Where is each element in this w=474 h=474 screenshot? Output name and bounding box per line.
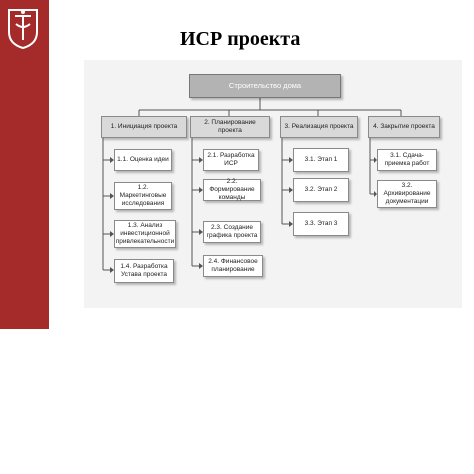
- sidebar: [0, 0, 49, 329]
- phase-node-3: 3. Реализация проекта: [280, 116, 358, 138]
- task-node-3-2: 3.2. Этап 2: [293, 178, 349, 202]
- phase-node-1: 1. Инициация проекта: [101, 116, 187, 138]
- task-node-2-3: 2.3. Создание графика проекта: [203, 221, 261, 243]
- task-node-1-2: 1.2. Маркетинговые исследования: [114, 182, 172, 210]
- task-node-3-1: 3.1. Этап 1: [293, 148, 349, 172]
- task-node-4-1: 3.1. Сдача-приемка работ: [377, 149, 437, 171]
- task-node-2-4: 2.4. Финансовое планирование: [203, 255, 263, 277]
- root-node: Строительство дома: [189, 74, 341, 98]
- phase-node-2: 2. Планирование проекта: [190, 116, 270, 138]
- page-title: ИСР проекта: [180, 28, 301, 50]
- task-node-4-2: 3.2. Архивирование документации: [377, 180, 437, 208]
- connector-lines: [102, 98, 402, 273]
- task-node-1-4: 1.4. Разработка Устава проекта: [114, 259, 174, 283]
- phase-node-4: 4. Закрытие проекта: [368, 116, 440, 138]
- wbs-diagram: Строительство дома 1. Инициация проекта …: [84, 60, 462, 308]
- task-node-1-3: 1.3. Анализ инвестиционной привлекательн…: [114, 220, 176, 248]
- task-node-2-1: 2.1. Разработка ИСР: [203, 149, 259, 171]
- task-node-3-3: 3.3. Этап 3: [293, 212, 349, 236]
- logo-emblem-icon: [8, 9, 38, 50]
- task-node-2-2: 2.2. Формирование команды: [203, 178, 261, 201]
- task-node-1-1: 1.1. Оценка идеи: [114, 149, 172, 171]
